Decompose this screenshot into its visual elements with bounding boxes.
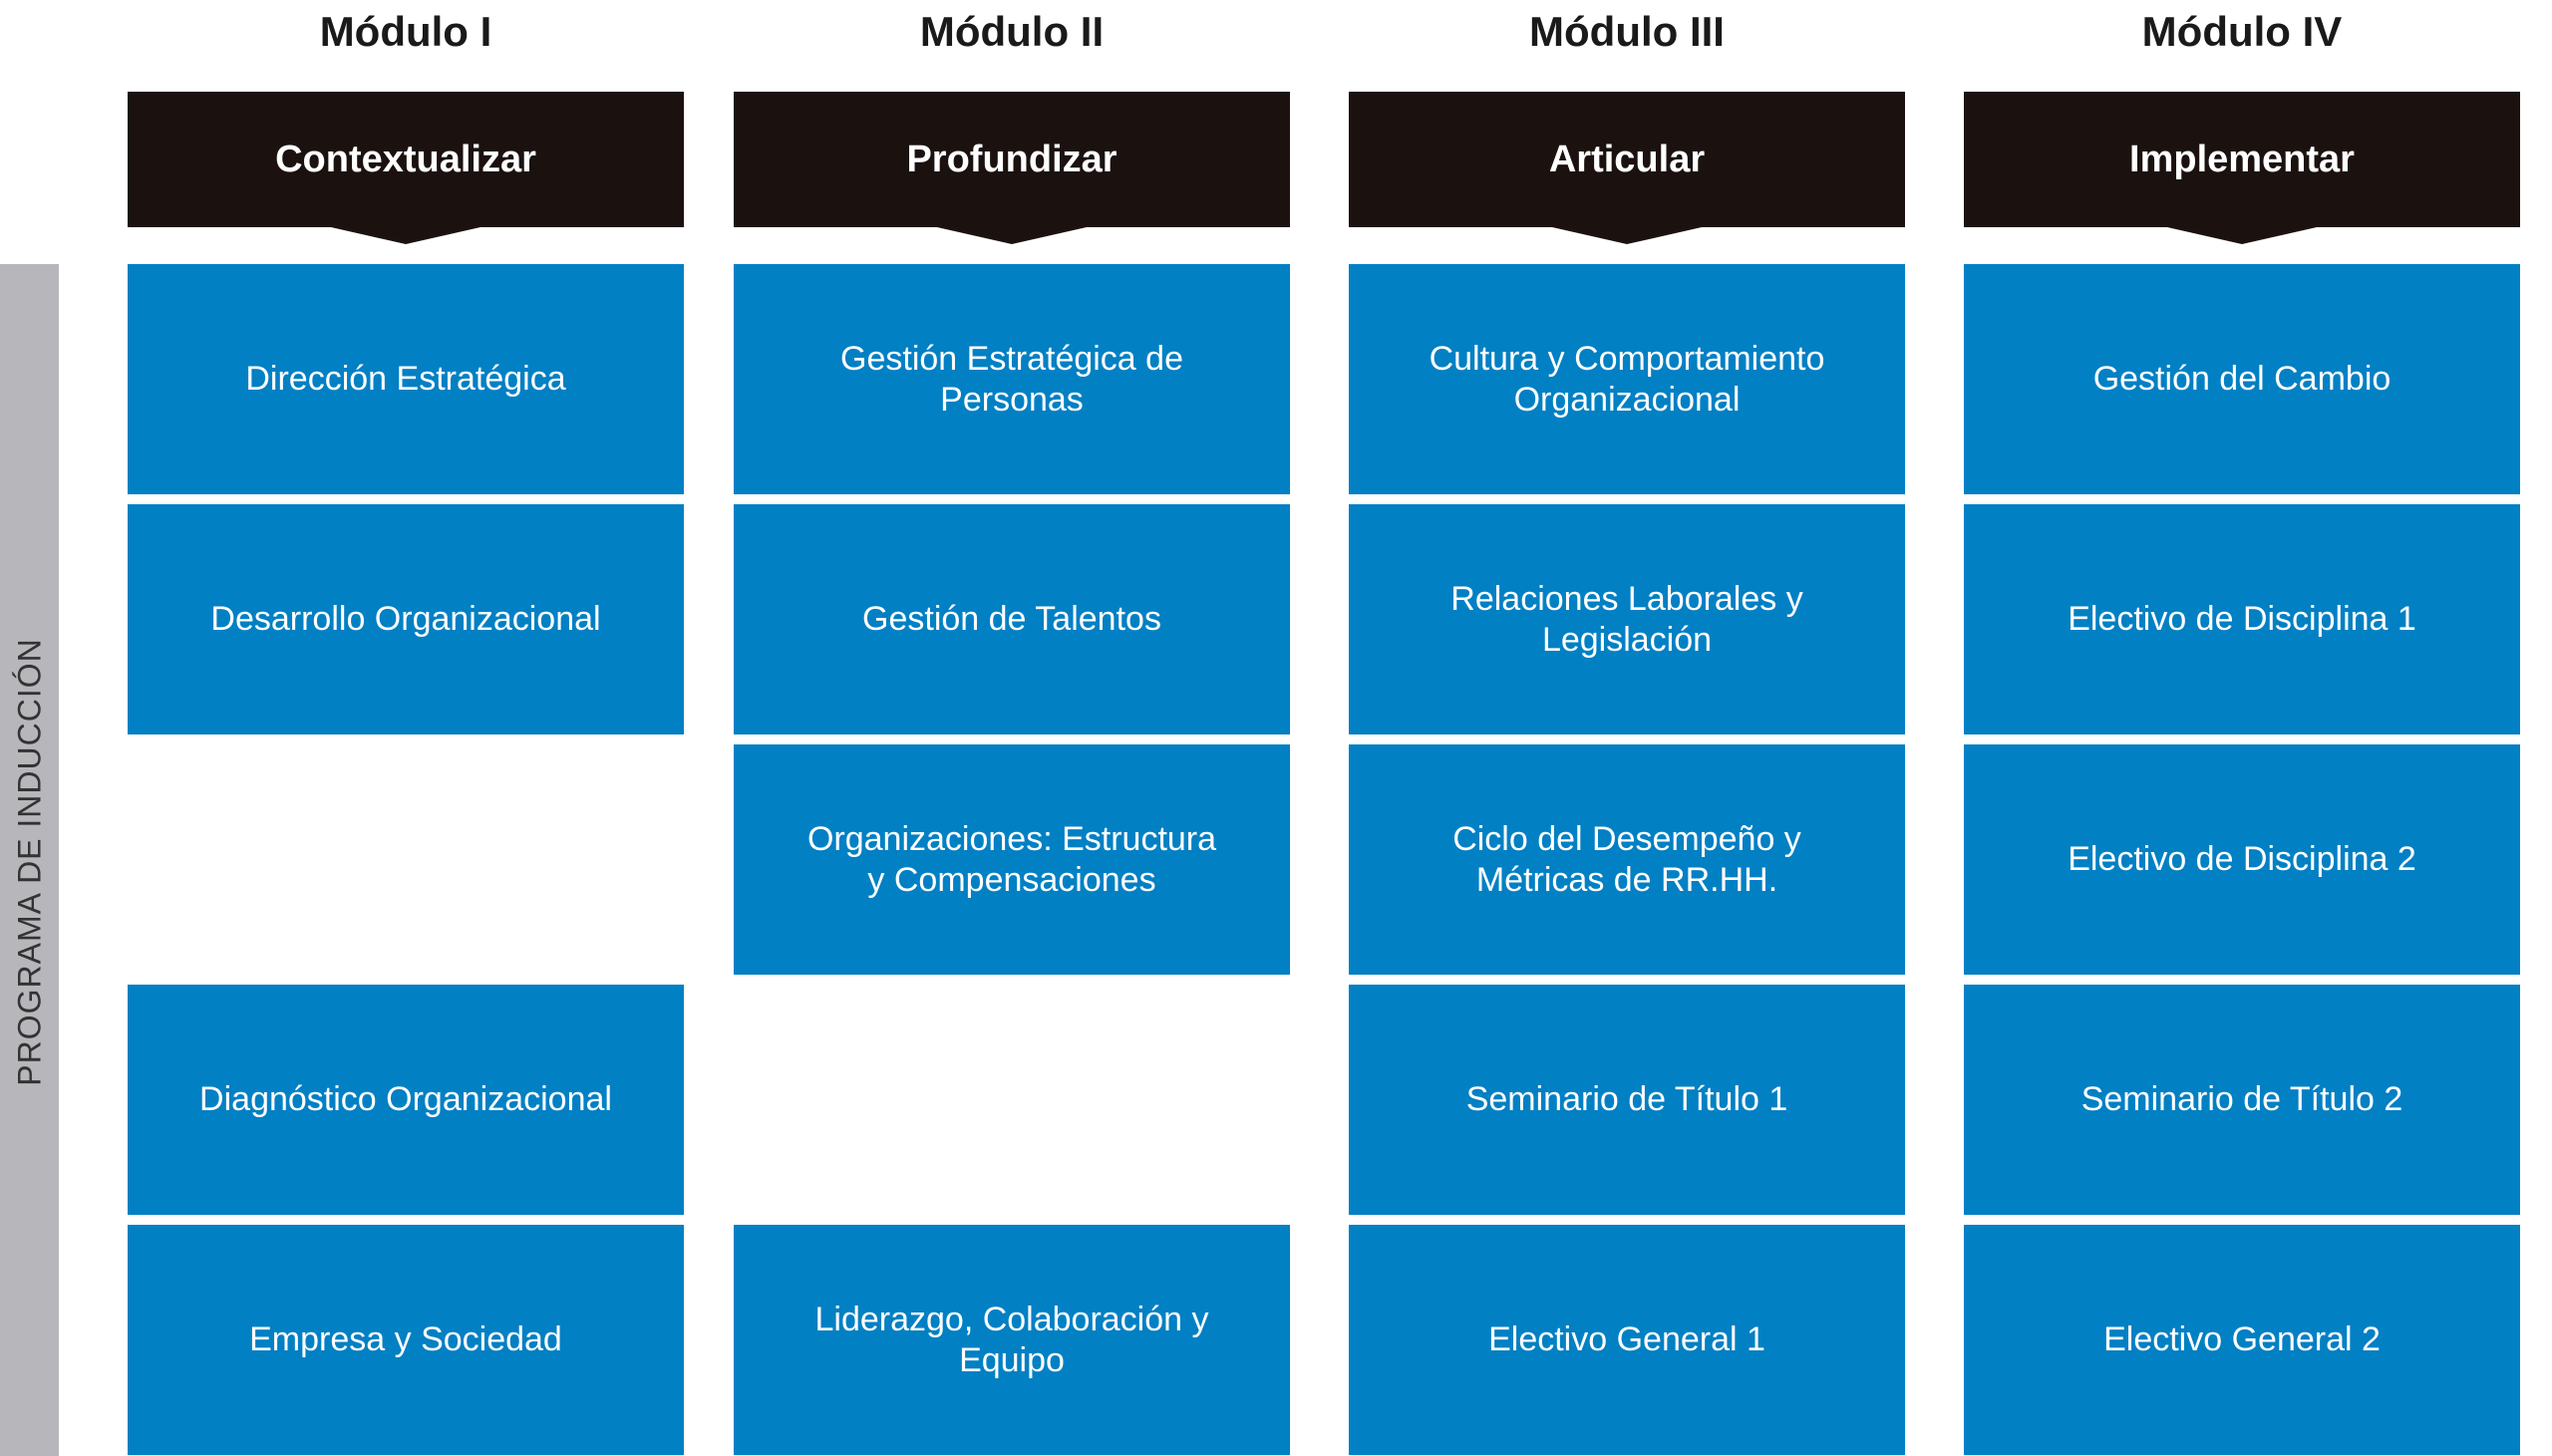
course-label: Diagnóstico Organizacional (199, 1080, 612, 1118)
course-box: Electivo de Disciplina 2 (1964, 744, 2520, 975)
module-4-title: Módulo IV (2141, 8, 2343, 55)
course-label: Electivo General 1 (1488, 1320, 1765, 1358)
course-label: Empresa y Sociedad (249, 1320, 562, 1358)
course-label: Ciclo del Desempeño y Métricas de RR.HH. (1452, 819, 1801, 899)
module-2-title: Módulo II (919, 8, 1105, 55)
course-label: Gestión de Talentos (862, 600, 1161, 638)
course-box: Cultura y Comportamiento Organizacional (1349, 264, 1905, 494)
module-3-title: Módulo III (1529, 8, 1725, 55)
banner-arrow-shape (1964, 92, 2520, 244)
course-box: Gestión del Cambio (1964, 264, 2520, 494)
course-label: Electivo de Disciplina 2 (2068, 840, 2416, 878)
module-1-column: Módulo I Contextualizar Dirección Estrat… (128, 0, 684, 1456)
banner-arrow-shape (1349, 92, 1905, 244)
course-label: Electivo General 2 (2103, 1320, 2381, 1358)
module-3-column: Módulo III Articular Cultura y Comportam… (1349, 0, 1905, 1456)
module-4-column: Módulo IV Implementar Gestión del Cambio… (1964, 0, 2520, 1456)
course-box: Electivo de Disciplina 1 (1964, 504, 2520, 734)
module-1-title: Módulo I (319, 8, 492, 55)
course-label: Relaciones Laborales y Legislación (1450, 579, 1803, 659)
course-label: Cultura y Comportamiento Organizacional (1429, 339, 1825, 419)
module-4-banner: Implementar (1964, 92, 2520, 244)
course-label: Liderazgo, Colaboración y Equipo (814, 1300, 1209, 1379)
course-box: Seminario de Título 1 (1349, 985, 1905, 1215)
course-box: Organizaciones: Estructura y Compensacio… (734, 744, 1290, 975)
module-2-verb: Profundizar (906, 138, 1117, 180)
course-label: Seminario de Título 2 (2080, 1080, 2403, 1118)
course-box: Electivo General 1 (1349, 1225, 1905, 1455)
course-label: Organizaciones: Estructura y Compensacio… (806, 819, 1217, 899)
module-4-verb: Implementar (2129, 138, 2355, 180)
course-box: Diagnóstico Organizacional (128, 985, 684, 1215)
module-1-banner: Contextualizar (128, 92, 684, 244)
course-box: Ciclo del Desempeño y Métricas de RR.HH. (1349, 744, 1905, 975)
induction-program-label: PROGRAMA DE INDUCCIÓN (11, 638, 48, 1086)
course-label: Desarrollo Organizacional (210, 600, 601, 638)
course-label: Seminario de Título 1 (1465, 1080, 1788, 1118)
course-box: Gestión Estratégica de Personas (734, 264, 1290, 494)
course-box: Liderazgo, Colaboración y Equipo (734, 1225, 1290, 1455)
course-box: Seminario de Título 2 (1964, 985, 2520, 1215)
course-box: Electivo General 2 (1964, 1225, 2520, 1455)
course-label: Electivo de Disciplina 1 (2068, 600, 2416, 638)
banner-arrow-shape (128, 92, 684, 244)
module-2-banner: Profundizar (734, 92, 1290, 244)
banner-arrow-shape (734, 92, 1290, 244)
module-3-verb: Articular (1548, 138, 1706, 180)
course-label: Dirección Estratégica (245, 360, 566, 398)
course-box: Relaciones Laborales y Legislación (1349, 504, 1905, 734)
module-3-banner: Articular (1349, 92, 1905, 244)
course-label: Gestión Estratégica de Personas (840, 339, 1183, 419)
course-box: Empresa y Sociedad (128, 1225, 684, 1455)
course-box: Gestión de Talentos (734, 504, 1290, 734)
module-1-verb: Contextualizar (275, 138, 536, 180)
module-2-column: Módulo II Profundizar Gestión Estratégic… (734, 0, 1290, 1456)
course-box: Desarrollo Organizacional (128, 504, 684, 734)
course-box: Dirección Estratégica (128, 264, 684, 494)
induction-program-bar (0, 264, 59, 1456)
course-label: Gestión del Cambio (2092, 360, 2392, 398)
